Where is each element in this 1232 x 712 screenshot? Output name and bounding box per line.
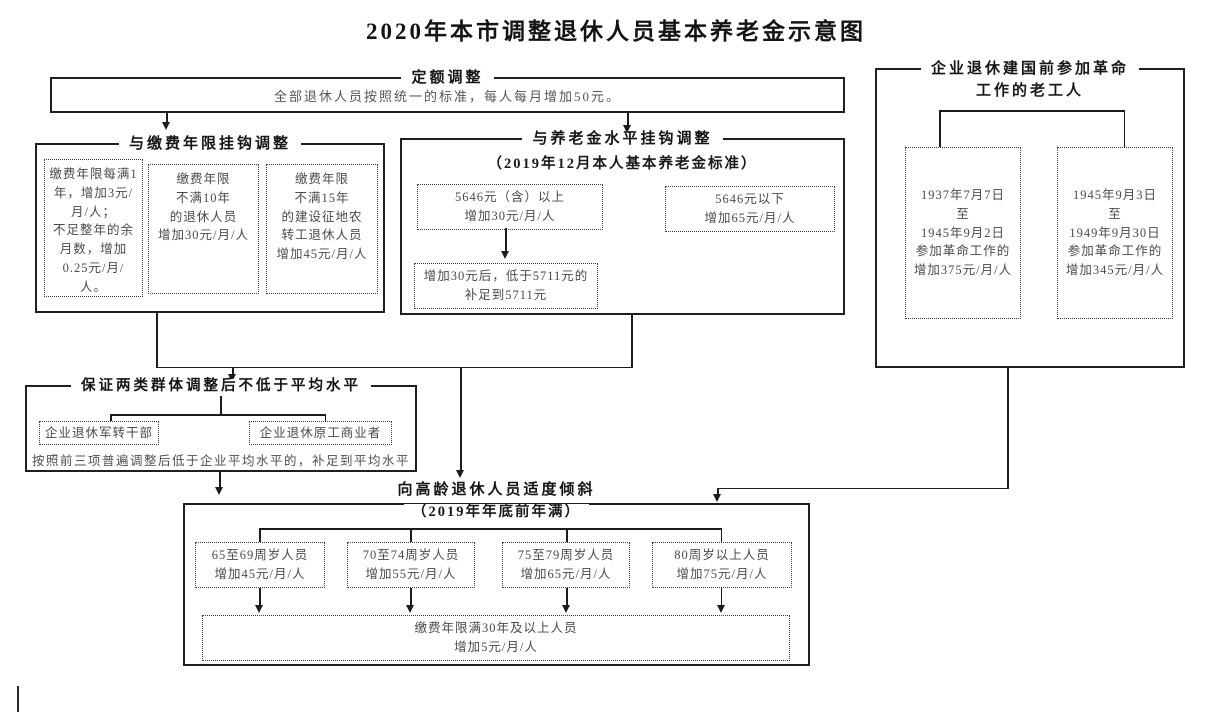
veteran-bracket-horizontal [939,110,1125,112]
elderly-bracket-drop-1 [259,528,261,542]
age-80-plus-box: 80周岁以上人员 增加75元/月/人 [652,542,792,588]
arrowhead-age1-down [255,605,263,613]
arrowhead-above-to-topup [501,251,509,259]
veteran-workers-label-line2: 工作的老工人 [975,83,1084,99]
connector-guarantee-to-elderly [219,472,221,489]
veteran-bracket-left [939,110,941,147]
arrowhead-age4-down [716,605,725,613]
arrowhead-fixed-to-contribution [162,122,170,130]
pension-below-5646-box: 5646元以下 增加65元/月/人 [665,186,835,232]
connector-contribution-down [156,313,158,368]
elderly-bracket-drop-4 [720,528,722,542]
elderly-bracket-drop-3 [566,528,568,542]
pension-level-sublabel: （2019年12月本人基本养老金标准） [487,156,758,172]
age-75-79-box: 75至79周岁人员 增加65元/月/人 [502,542,630,588]
connector-fixed-to-contribution [166,113,168,124]
connector-age1-down [259,588,261,608]
elderly-tilt-label-line2: （2019年年底前年满） [185,501,808,523]
veteran-workers-label-line1: 企业退休建国前参加革命 [877,59,1183,79]
connector-age4-down [720,588,722,608]
arrowhead-age3-down [562,605,570,613]
connector-veteran-to-elderly [717,489,719,496]
elderly-tilt-box: 向高龄退休人员适度倾斜 （2019年年底前年满） 65至69周岁人员 增加45元… [183,482,810,666]
connector-merge-horizontal [156,366,632,368]
arrowhead-merge-to-elderly [456,470,464,478]
guarantee-average-label: 保证两类群体调整后不低于平均水平 [27,376,415,396]
veteran-1945-box: 1945年9月3日 至 1949年9月30日 参加革命工作的 增加345元/月/… [1057,147,1173,319]
contribution-30year-box: 缴费年限满30年及以上人员 增加5元/月/人 [202,615,790,661]
veteran-1937-box: 1937年7月7日 至 1945年9月2日 参加革命工作的 增加375元/月/人 [905,147,1021,319]
pension-level-label: 与养老金水平挂钩调整 [402,129,843,149]
elderly-tilt-label: 向高龄退休人员适度倾斜 （2019年年底前年满） [185,479,808,523]
guarantee-bracket-horizontal [110,414,326,416]
connector-merge-to-elderly [460,368,462,472]
contribution-under10-box: 缴费年限 不满10年 的退休人员 增加30元/月/人 [148,164,259,294]
connector-veteran-horizontal [717,487,1008,489]
guarantee-bracket-left [110,414,112,421]
connector-fixed-to-pension [627,113,629,127]
pension-above-5646-box: 5646元（含）以上 增加30元/月/人 [417,184,603,230]
fixed-adjustment-box: 定额调整 全部退休人员按照统一的标准，每人每月增加50元。 [50,70,845,113]
guarantee-military-box: 企业退休军转干部 [39,421,159,445]
arrowhead-guarantee-to-elderly [215,487,223,495]
elderly-bracket-drop-2 [410,528,412,542]
arrowhead-fixed-to-pension [623,125,631,133]
veteran-bracket-right [1123,110,1125,147]
connector-above-to-topup [505,228,507,253]
connector-age2-down [410,588,412,608]
contribution-rule-box: 缴费年限每满1 年，增加3元/ 月/人； 不足整年的余 月数，增加 0.25元/… [44,159,143,297]
arrowhead-veteran-to-elderly [713,494,721,502]
guarantee-average-box: 保证两类群体调整后不低于平均水平 企业退休军转干部 企业退休原工商业者 按照前三… [25,378,417,472]
pension-level-box: 与养老金水平挂钩调整 （2019年12月本人基本养老金标准） 5646元（含）以… [400,131,845,315]
guarantee-bracket-right [324,414,326,421]
connector-pension-down [631,315,633,368]
scan-artifact [17,686,19,712]
veteran-workers-box: 企业退休建国前参加革命 工作的老工人 1937年7月7日 至 1945年9月2日… [875,61,1185,368]
elderly-tilt-label-line1: 向高龄退休人员适度倾斜 [397,482,596,498]
pension-topup-box: 增加30元后，低于5711元的 补足到5711元 [414,263,598,309]
guarantee-note: 按照前三项普遍调整后低于企业平均水平的，补足到平均水平 [31,454,410,468]
fixed-adjustment-content: 全部退休人员按照统一的标准，每人每月增加50元。 [273,88,621,104]
fixed-adjustment-label: 定额调整 [52,68,843,88]
elderly-bracket-horizontal [259,528,722,530]
age-70-74-box: 70至74周岁人员 增加55元/月/人 [347,542,475,588]
guarantee-merchant-box: 企业退休原工商业者 [249,421,392,445]
guarantee-bracket-stem [220,396,222,414]
arrowhead-age2-down [406,605,414,613]
contribution-under15-box: 缴费年限 不满15年 的建设征地农 转工退休人员 增加45元/月/人 [266,164,378,294]
connector-merge-to-guarantee [232,368,234,375]
page-title: 2020年本市调整退休人员基本养老金示意图 [366,19,866,44]
connector-veteran-down [1007,368,1009,489]
age-65-69-box: 65至69周岁人员 增加45元/月/人 [195,542,325,588]
connector-age3-down [566,588,568,608]
contribution-adjustment-label: 与缴费年限挂钩调整 [37,134,383,154]
contribution-adjustment-box: 与缴费年限挂钩调整 缴费年限每满1 年，增加3元/ 月/人； 不足整年的余 月数… [35,136,385,313]
